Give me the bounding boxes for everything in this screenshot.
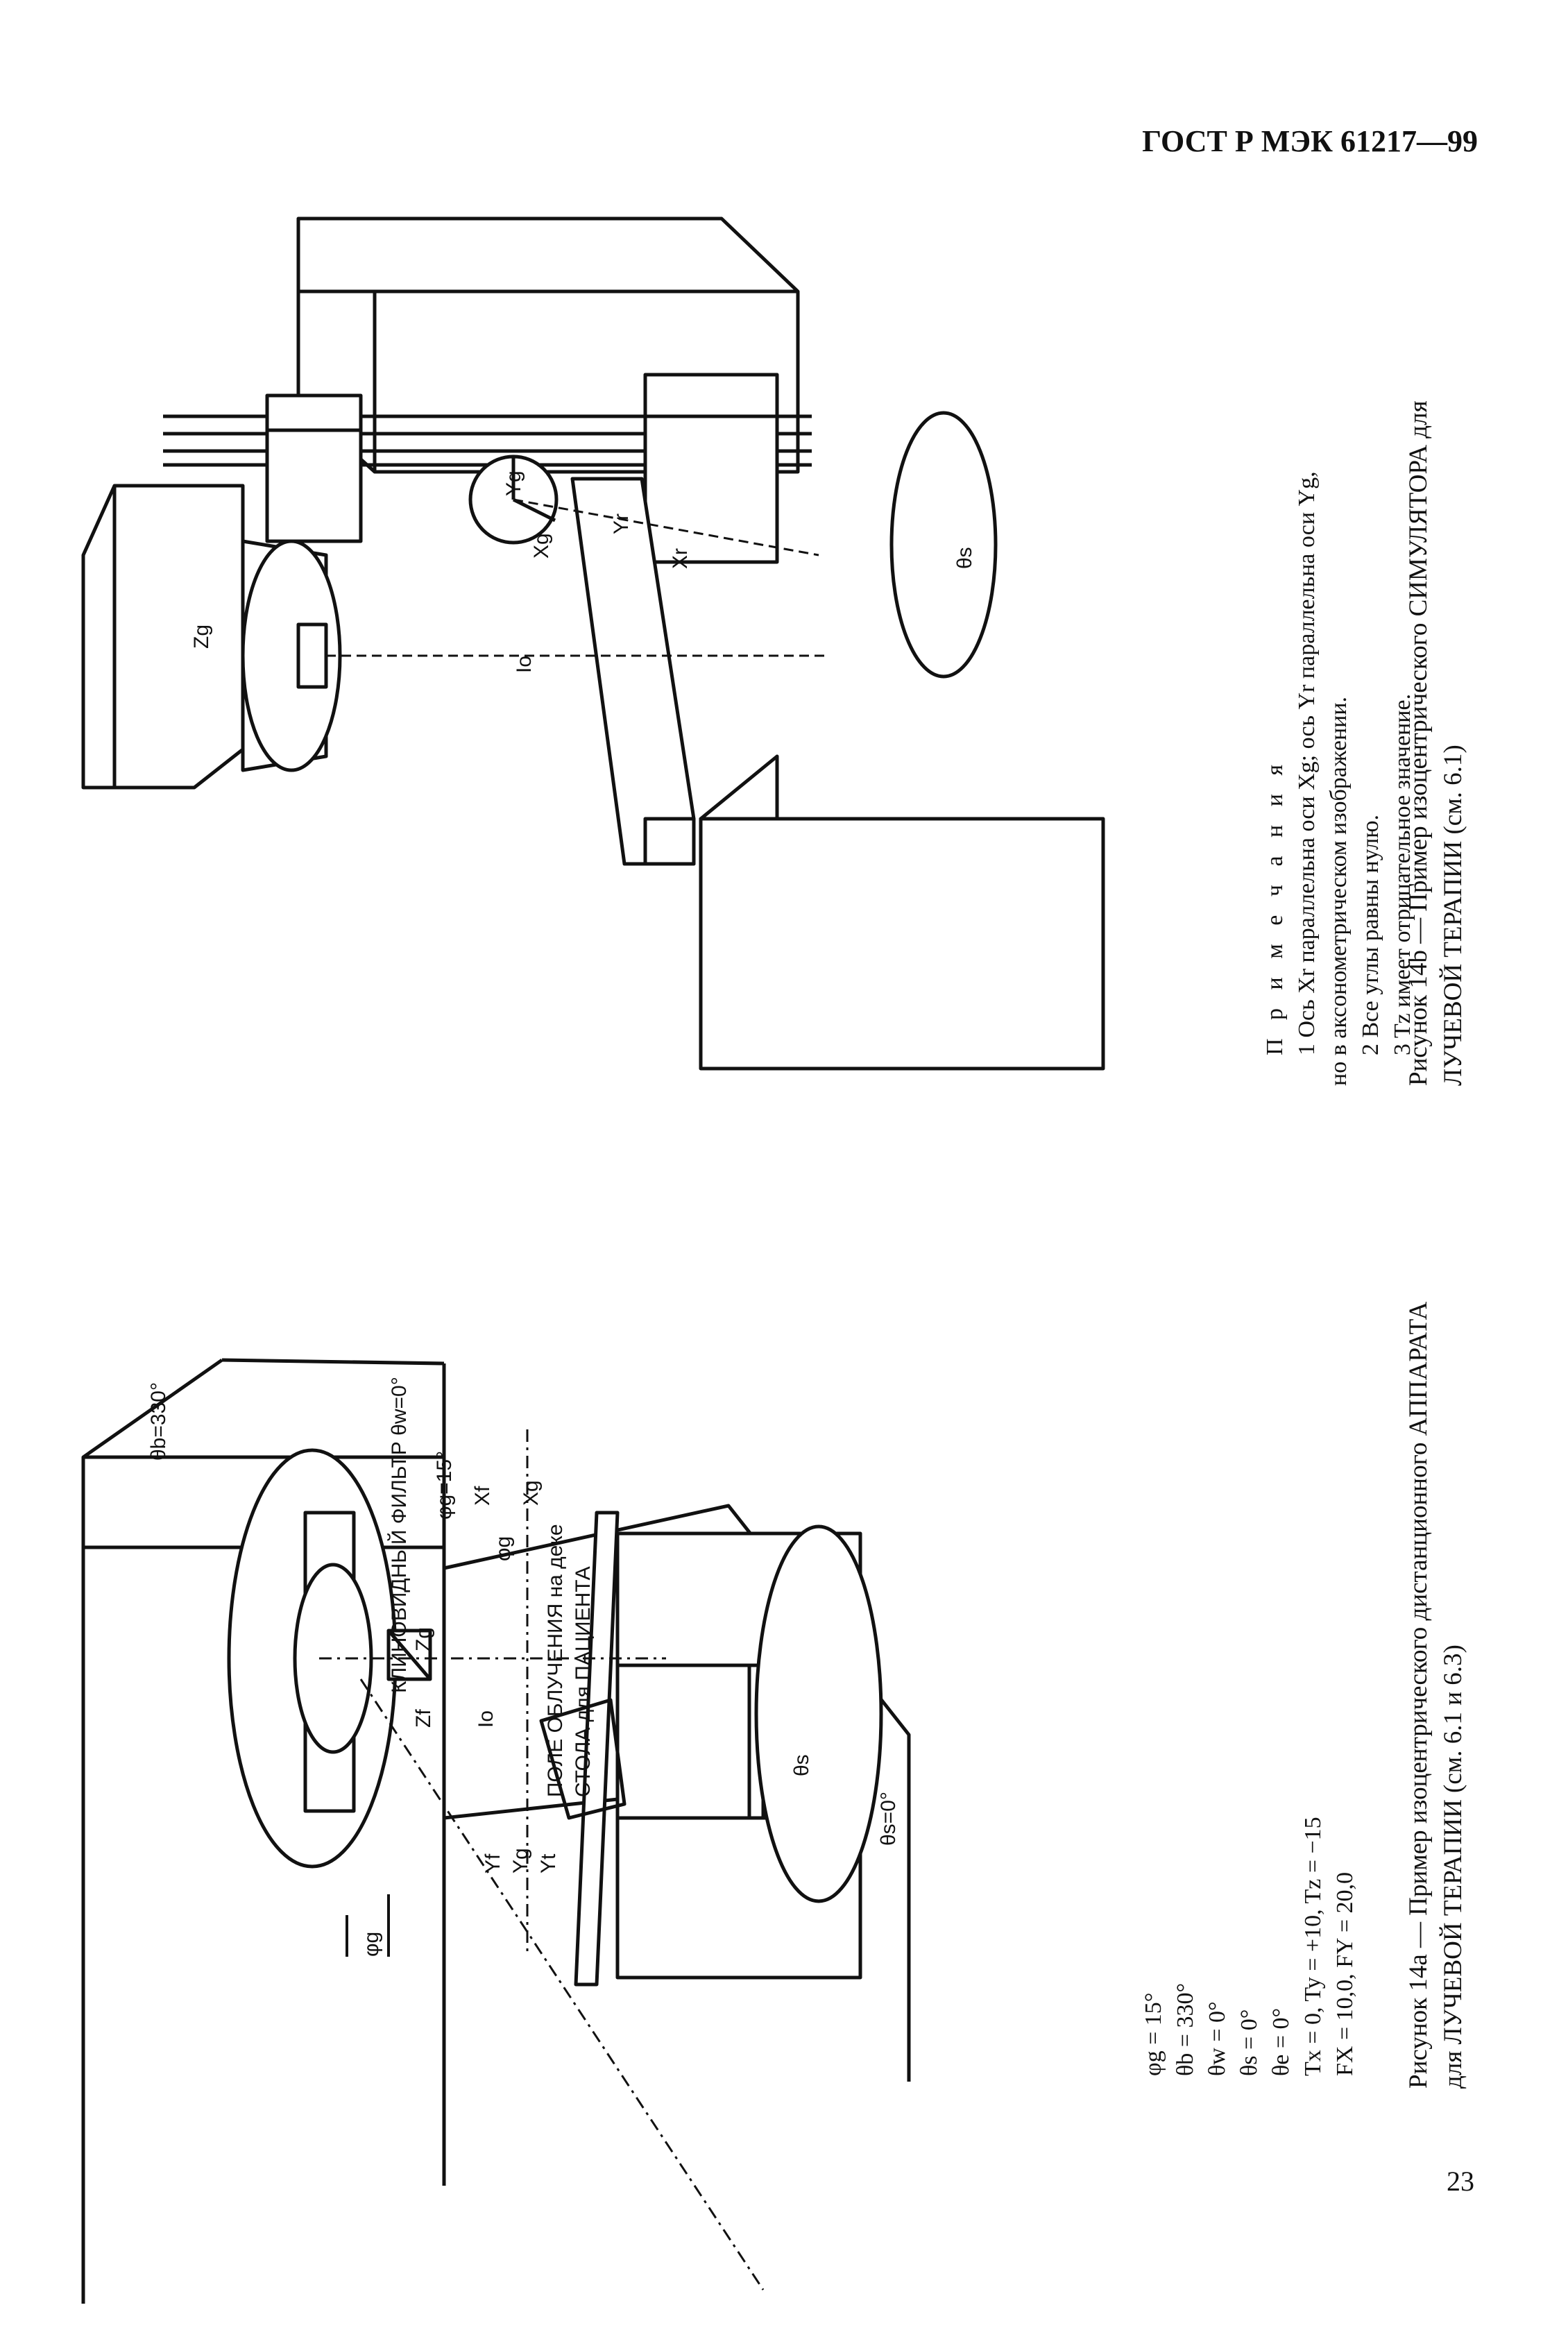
parameters-block: φg = 15° θb = 330° θw = 0° θs = 0° θe = … [1138,1817,1361,2076]
param-theta-e: θe = 0° [1268,2007,1294,2076]
axis-lines [326,498,826,657]
fig-a-label-theta-s-arc: θs [790,1754,813,1776]
caption-14a-line-1: Рисунок 14а — Пример изоцентрического ди… [1404,1301,1433,2089]
table-rotation-ellipse [754,1524,883,1903]
param-f-values: FX = 10,0, FY = 20,0 [1332,1871,1358,2076]
page-number: 23 [1447,2166,1474,2197]
fig-a-label-zf: Zf [412,1709,435,1728]
param-theta-s: θs = 0° [1236,2009,1262,2076]
fig-a-label-phi-g-top: φg=15° [433,1451,456,1520]
caption-14b: Рисунок 14b — Пример изоцентрического СИ… [1401,400,1471,1086]
figure-14a-labels: θb=330° КЛИНОВИДНЫЙ ФИЛЬТР θw=0° φg=15° … [147,1377,900,1957]
fig-a-label-yf: Yf [482,1853,504,1873]
figure-14a-drawing [81,1358,911,2304]
fig-a-label-yt: Yt [537,1853,560,1873]
caption-14b-line-2: ЛУЧЕВОЙ ТЕРАПИИ (см. 6.1) [1439,745,1467,1086]
fig-a-label-theta-b: θb=330° [147,1382,170,1461]
param-phi-g: φg = 15° [1141,1992,1166,2076]
source-head [81,484,342,790]
wedge-filter [386,1629,432,1681]
field-outline [539,1698,627,1820]
param-theta-w: θw = 0° [1204,2001,1230,2076]
collimator-head [227,1448,398,1869]
fig-b-label-yg: Yg [502,470,525,496]
couch-base [699,754,1105,1071]
note-line-2: но в аксонометрическом изображении. [1326,696,1352,1086]
gantry-stand [81,1358,446,2304]
caption-14a-line-2: для ЛУЧЕВОЙ ТЕРАПИИ (см. 6.1 и 6.3) [1439,1644,1467,2089]
phi-g-marker [346,1894,390,1957]
fig-a-label-io: Io [475,1710,497,1728]
param-theta-b: θb = 330° [1173,1982,1198,2076]
notes-block: П р и м е ч а н и я 1 Ось Xr параллельна… [1259,471,1419,1086]
fig-a-label-theta-s-zero: θs=0° [877,1792,900,1846]
notes-title: П р и м е ч а н и я [1262,758,1288,1055]
fig-a-label-phi-g-low: φg [360,1932,383,1957]
fig-b-label-xg: Xg [530,533,553,559]
fig-b-label-yr: Yr [610,513,633,534]
note-line-3: 2 Все углы равны нулю. [1358,814,1383,1055]
fig-a-label-yg: Yg [509,1848,532,1873]
fig-b-label-xr: Xr [669,548,692,569]
couch-rotation-disk [889,411,998,679]
document-header: ГОСТ Р МЭК 61217—99 [1142,124,1478,158]
fig-a-label-field-2: СТОЛА для ПАЦИЕНТА [572,1566,595,1797]
param-t-values: Tx = 0, Ty = +10, Tz = −15 [1300,1817,1326,2076]
note-line-1: 1 Ось Xr параллельна оси Xg; ось Yr пара… [1294,471,1320,1055]
axis-lines [319,1429,765,2290]
fig-a-label-wedge-filter: КЛИНОВИДНЫЙ ФИЛЬТР θw=0° [387,1377,411,1693]
fig-a-label-xg: Xg [520,1480,543,1506]
figure-14b-drawing [81,216,1105,1071]
column-blocks [265,373,779,564]
fig-a-label-xf: Xf [471,1486,494,1506]
caption-14a: Рисунок 14а — Пример изоцентрического ди… [1401,1302,1471,2089]
caption-14b-line-1: Рисунок 14b — Пример изоцентрического СИ… [1404,400,1433,1086]
figure-14b-labels: Zg Yg Xg Io Yr Xr θs [190,470,976,673]
fig-a-label-phi-g-mid: φg [492,1536,515,1561]
fig-b-label-theta-s: θs [953,547,976,569]
fig-a-label-zg: Zg [412,1627,435,1651]
fig-a-label-field-1: ПОЛЕ ОБЛУЧЕНИЯ на деке [544,1524,567,1797]
fig-b-label-zg: Zg [190,624,213,649]
couch-top [570,477,696,866]
fig-b-label-io: Io [513,656,536,673]
